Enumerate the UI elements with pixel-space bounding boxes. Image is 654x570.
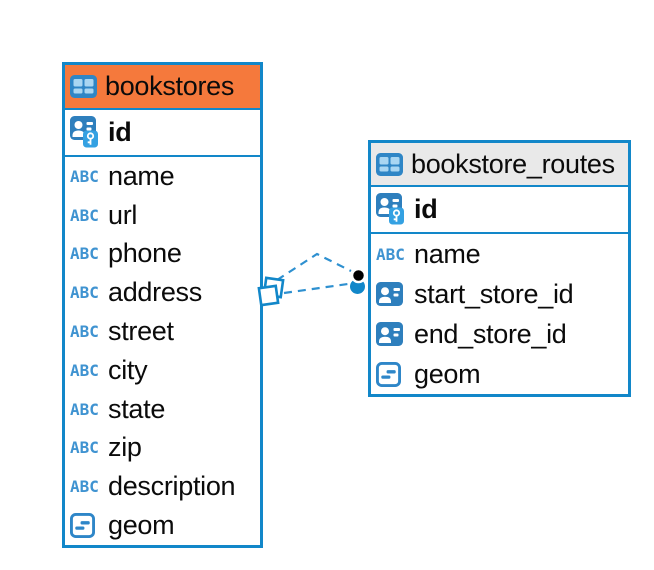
- table-title: bookstores: [105, 71, 235, 101]
- relationship-line: [283, 282, 349, 295]
- primary-key-icon: [376, 193, 414, 226]
- column-name: name: [108, 160, 175, 191]
- text-type-icon: ABC: [70, 438, 99, 458]
- column-row[interactable]: ABC street: [65, 312, 260, 351]
- column-row[interactable]: ABC zip: [65, 429, 260, 468]
- column-name: id: [108, 117, 132, 147]
- column-name: end_store_id: [414, 318, 567, 349]
- relationship-lines[interactable]: [257, 252, 367, 307]
- column-name: geom: [108, 510, 175, 541]
- column-row[interactable]: ABC state: [65, 390, 260, 429]
- relationship-one-end-marker: [350, 267, 367, 294]
- relationship-line: [276, 252, 352, 281]
- table-bookstores-header[interactable]: bookstores: [65, 65, 260, 110]
- table-title: bookstore_routes: [411, 148, 615, 179]
- text-type-icon: ABC: [70, 166, 99, 186]
- column-name: description: [108, 471, 236, 502]
- column-name: street: [108, 316, 174, 347]
- column-row[interactable]: ABC name: [371, 234, 628, 274]
- column-name: url: [108, 199, 138, 230]
- text-type-icon: ABC: [70, 399, 99, 419]
- column-row[interactable]: ABC url: [65, 196, 260, 235]
- text-type-icon: ABC: [376, 244, 405, 264]
- primary-key-row[interactable]: id: [65, 110, 260, 157]
- foreign-key-icon: [376, 282, 414, 306]
- geometry-type-icon: [376, 362, 414, 387]
- text-type-icon: ABC: [70, 283, 99, 303]
- column-row[interactable]: ABC city: [65, 351, 260, 390]
- column-name: city: [108, 354, 148, 385]
- geometry-type-icon: [70, 513, 108, 538]
- table-bookstores[interactable]: bookstores id ABC name ABC url ABC phone…: [62, 62, 263, 548]
- column-row[interactable]: ABC name: [65, 157, 260, 196]
- column-row[interactable]: ABC description: [65, 467, 260, 506]
- column-row[interactable]: start_store_id: [371, 274, 628, 314]
- text-type-icon: ABC: [70, 244, 99, 264]
- table-bookstore-routes[interactable]: bookstore_routes id ABC name start_store…: [368, 140, 631, 397]
- foreign-key-icon: [376, 322, 414, 346]
- column-name: phone: [108, 238, 182, 269]
- column-name: id: [414, 194, 438, 224]
- text-type-icon: ABC: [70, 322, 99, 342]
- column-row[interactable]: geom: [371, 354, 628, 394]
- column-name: address: [108, 277, 202, 308]
- primary-key-row[interactable]: id: [371, 187, 628, 234]
- column-row[interactable]: geom: [65, 506, 260, 545]
- column-name: name: [414, 238, 481, 269]
- table-icon: [376, 153, 403, 176]
- column-row[interactable]: ABC address: [65, 273, 260, 312]
- column-row[interactable]: ABC phone: [65, 235, 260, 274]
- column-name: start_store_id: [414, 278, 574, 309]
- primary-key-icon: [70, 116, 108, 149]
- column-name: zip: [108, 432, 142, 463]
- table-bookstore-routes-header[interactable]: bookstore_routes: [371, 143, 628, 187]
- column-name: state: [108, 393, 166, 424]
- text-type-icon: ABC: [70, 205, 99, 225]
- text-type-icon: ABC: [70, 360, 99, 380]
- column-row[interactable]: end_store_id: [371, 314, 628, 354]
- text-type-icon: ABC: [70, 477, 99, 497]
- table-icon: [70, 75, 97, 98]
- column-name: geom: [414, 358, 481, 389]
